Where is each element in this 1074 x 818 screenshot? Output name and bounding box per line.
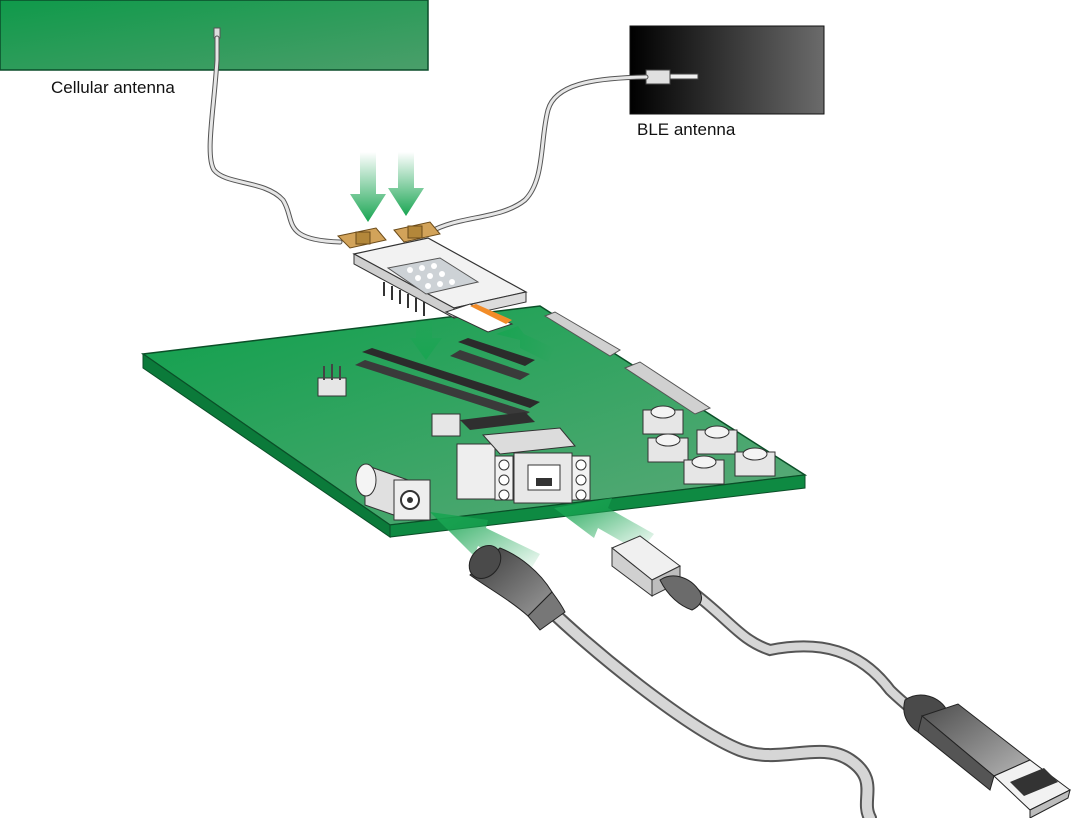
insert-module-arrows [410,318,554,362]
usb-b-socket [456,427,591,504]
usb-cable [684,584,941,736]
usb-b-plug-icon [611,535,703,611]
dc-power-jack [355,463,431,521]
cellular-antenna [0,0,429,71]
small-header [317,364,347,397]
jumper [431,413,461,437]
ic-chip [460,412,535,430]
cellular-module [352,237,528,319]
flex-cable [444,303,514,333]
expansion-header-top [543,311,712,415]
ble-antenna [629,25,825,115]
usb-plug-arrow [554,498,654,552]
push-buttons [642,405,776,485]
ufl-connector-ble [393,221,441,243]
connect-antenna-arrows [350,152,424,222]
module-header-right [450,338,535,380]
power-cable [533,593,877,818]
module-header-left [355,348,540,418]
usb-a-plug-icon [903,694,1071,818]
ufl-connector-cellular [336,227,387,249]
ble-antenna-label: BLE antenna [637,120,736,139]
ble-antenna-cable [427,74,649,235]
dc-barrel-plug-icon [468,545,566,631]
cellular-antenna-label: Cellular antenna [51,78,175,97]
